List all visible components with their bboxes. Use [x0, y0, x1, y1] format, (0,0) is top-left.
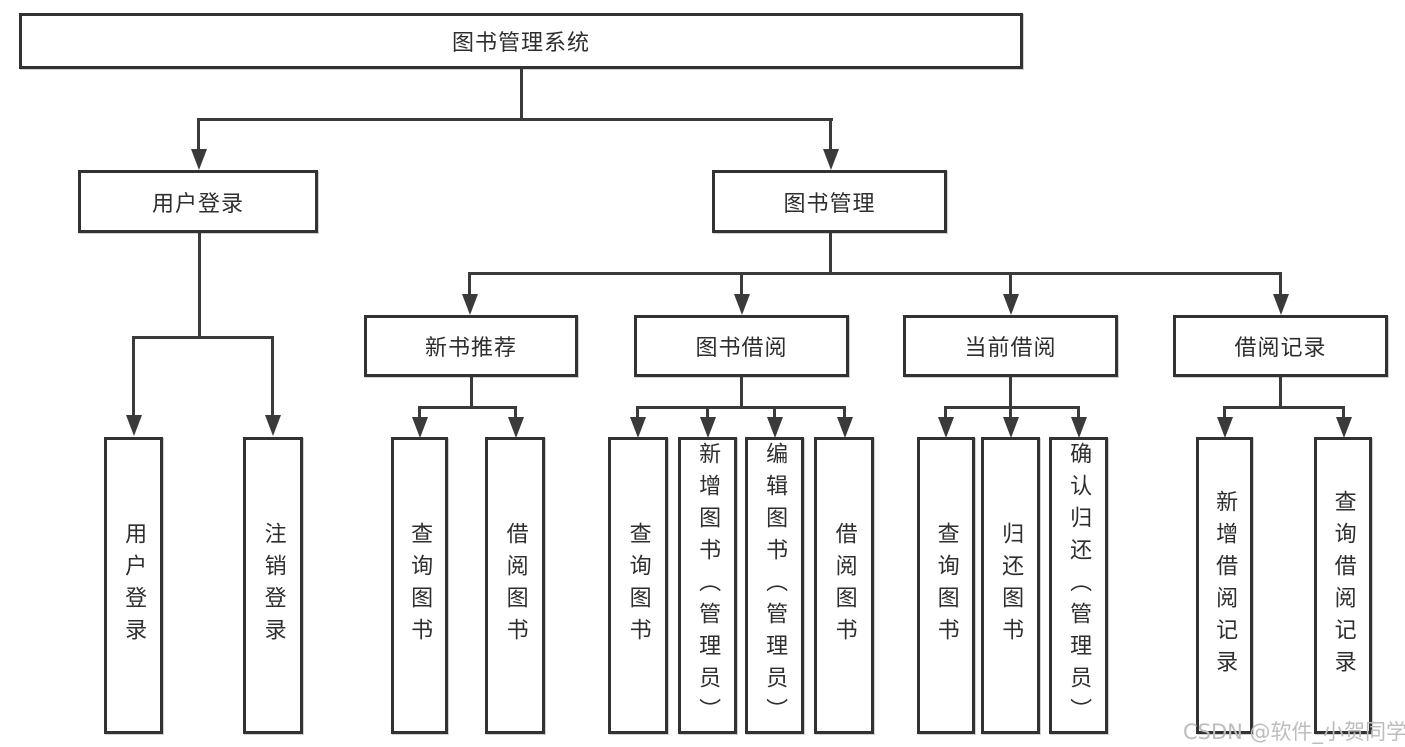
- node-borrowing-records: 借阅记录: [1173, 315, 1388, 377]
- node-label: 查询图书: [933, 521, 959, 650]
- node-new-book-recommendation: 新书推荐: [364, 315, 578, 377]
- node-label: 新增图书（管理员）: [695, 441, 721, 730]
- arrow-down-icon: [190, 118, 207, 170]
- leaf-confirm-return-admin: 确认归还（管理员）: [1049, 437, 1108, 734]
- arrow-down-icon: [264, 336, 281, 436]
- node-label: 当前借阅: [964, 336, 1057, 361]
- node-label: 新书推荐: [424, 336, 517, 361]
- connector-user-login-splitter: [132, 336, 274, 339]
- connector-root-splitter: [197, 118, 833, 121]
- node-label: 查询借阅记录: [1330, 489, 1356, 682]
- arrow-down-icon: [937, 406, 954, 438]
- arrow-down-icon: [411, 406, 428, 438]
- arrow-down-icon: [699, 406, 716, 438]
- leaf-borrow-books-recommend: 借阅图书: [485, 437, 545, 734]
- leaf-query-books-borrowing: 查询图书: [608, 437, 668, 734]
- leaf-query-books-current: 查询图书: [917, 437, 975, 734]
- node-label: 查询图书: [407, 521, 433, 650]
- arrow-down-icon: [629, 406, 646, 438]
- leaf-return-books: 归还图书: [981, 437, 1040, 734]
- node-user-login: 用户登录: [78, 170, 318, 233]
- arrow-down-icon: [507, 406, 524, 438]
- arrow-down-icon: [733, 272, 750, 315]
- leaf-add-borrow-record: 新增借阅记录: [1196, 437, 1253, 734]
- arrow-down-icon: [1002, 406, 1019, 438]
- node-label: 用户登录: [121, 521, 147, 650]
- node-label: 注销登录: [260, 521, 286, 650]
- arrow-down-icon: [1002, 272, 1019, 315]
- arrow-down-icon: [1216, 406, 1233, 438]
- node-book-management: 图书管理: [712, 170, 947, 233]
- node-book-borrowing: 图书借阅: [634, 315, 849, 377]
- connector-book-borrowing-splitter: [636, 406, 846, 409]
- node-label: 用户登录: [151, 191, 244, 217]
- node-label: 借阅记录: [1234, 336, 1327, 361]
- connector-book-borrowing-stem: [740, 377, 743, 406]
- connector-current-borrowing-splitter: [944, 406, 1080, 409]
- arrow-down-icon: [1335, 406, 1352, 438]
- leaf-add-books-admin: 新增图书（管理员）: [678, 437, 737, 734]
- node-label: 图书管理: [783, 191, 876, 217]
- node-label: 归还图书: [998, 521, 1024, 650]
- connector-borrowing-records-splitter: [1223, 406, 1345, 409]
- leaf-borrow-books-borrowing: 借阅图书: [814, 437, 874, 734]
- arrow-down-icon: [1070, 406, 1087, 438]
- connector-new-book-stem: [470, 377, 473, 406]
- leaf-query-borrow-record: 查询借阅记录: [1314, 437, 1372, 734]
- node-label: 查询图书: [625, 521, 651, 650]
- leaf-logout: 注销登录: [243, 437, 303, 734]
- arrow-down-icon: [1272, 272, 1289, 315]
- arrow-down-icon: [822, 118, 839, 170]
- connector-new-book-splitter: [418, 406, 517, 409]
- node-label: 借阅图书: [502, 521, 528, 650]
- node-label: 确认归还（管理员）: [1066, 441, 1092, 730]
- node-library-management-system: 图书管理系统: [19, 13, 1023, 69]
- node-label: 编辑图书（管理员）: [762, 441, 788, 730]
- arrow-down-icon: [836, 406, 853, 438]
- node-label: 新增借阅记录: [1212, 489, 1238, 682]
- csdn-watermark: CSDN @软件_小贺同学: [1183, 720, 1405, 744]
- arrow-down-icon: [766, 406, 783, 438]
- connector-user-login-stem: [198, 233, 201, 336]
- leaf-user-login: 用户登录: [104, 437, 163, 734]
- connector-current-borrowing-stem: [1009, 377, 1012, 406]
- arrow-down-icon: [125, 336, 142, 436]
- node-label: 图书管理系统: [451, 31, 590, 56]
- arrow-down-icon: [461, 272, 478, 315]
- leaf-edit-books-admin: 编辑图书（管理员）: [745, 437, 804, 734]
- connector-borrowing-records-stem: [1279, 377, 1282, 406]
- connector-book-management-stem: [829, 233, 832, 272]
- node-label: 借阅图书: [831, 521, 857, 650]
- node-current-borrowing: 当前借阅: [903, 315, 1118, 377]
- connector-root-stem: [520, 69, 523, 118]
- connector-book-management-splitter: [468, 272, 1282, 275]
- leaf-query-books-recommend: 查询图书: [391, 437, 448, 734]
- node-label: 图书借阅: [695, 336, 788, 361]
